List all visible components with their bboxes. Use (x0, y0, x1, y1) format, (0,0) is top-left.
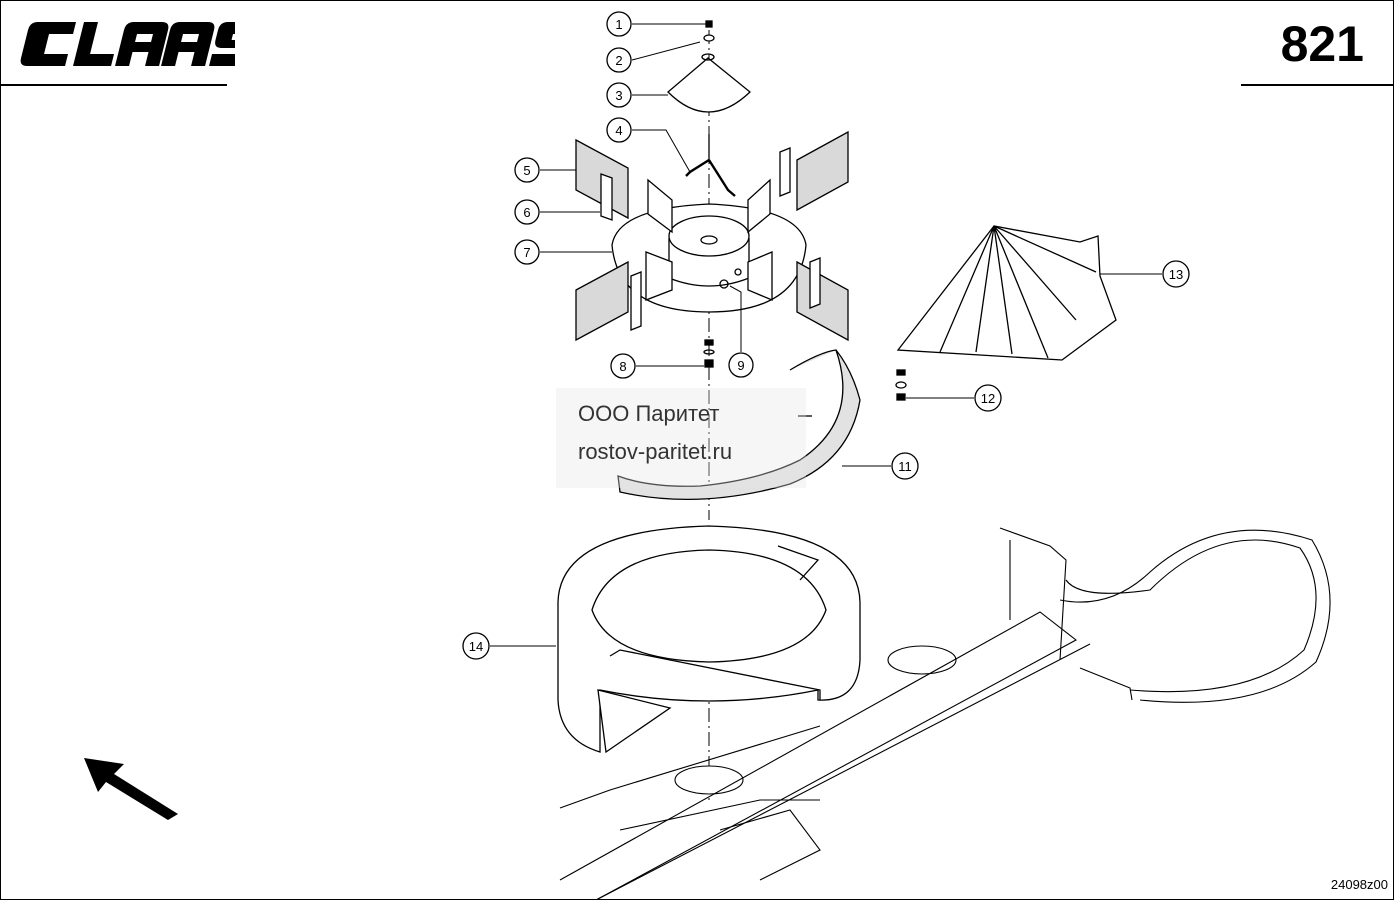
watermark-company: ООО Паритет (578, 401, 720, 426)
svg-text:9: 9 (737, 358, 744, 373)
svg-text:13: 13 (1169, 267, 1183, 282)
part-cone (667, 53, 751, 113)
callout-3: 3 (606, 82, 632, 108)
part-strip (600, 147, 821, 331)
callout-bubbles: 1 2 3 4 5 6 7 8 9 11 12 13 14 (462, 11, 1190, 660)
callout-9: 9 (728, 352, 754, 378)
callout-13: 13 (1162, 260, 1190, 288)
part-rotor-disc (611, 178, 807, 313)
part-housing-ring (557, 525, 861, 754)
part-fastener-set (895, 369, 907, 401)
watermark-url: rostov-paritet.ru (578, 439, 733, 464)
svg-text:7: 7 (523, 245, 530, 260)
header-rule-right (1241, 84, 1394, 86)
part-curved-plate (617, 349, 861, 500)
drawing-code: 24098z00 (1330, 877, 1388, 892)
callout-12: 12 (974, 384, 1002, 412)
svg-text:8: 8 (619, 359, 626, 374)
svg-text:6: 6 (523, 205, 530, 220)
watermark: ООО Паритет rostov-paritet.ru (556, 388, 806, 488)
callout-14: 14 (462, 632, 490, 660)
svg-text:1: 1 (615, 17, 622, 32)
svg-text:2: 2 (615, 53, 622, 68)
header-rule-left (0, 84, 227, 86)
part-nut (705, 20, 713, 28)
part-mounting-frame (559, 527, 1331, 900)
page-number: 821 (1280, 16, 1364, 72)
svg-text:11: 11 (898, 459, 912, 474)
callout-11: 11 (891, 452, 919, 480)
svg-text:14: 14 (469, 639, 483, 654)
svg-text:3: 3 (615, 88, 622, 103)
callout-6: 6 (514, 199, 540, 225)
callout-1: 1 (606, 11, 632, 37)
callout-leaders (490, 23, 1162, 647)
svg-text:4: 4 (615, 123, 622, 138)
part-bracket (685, 134, 736, 197)
callout-5: 5 (514, 157, 540, 183)
part-deflector (896, 225, 1117, 361)
svg-text:12: 12 (981, 391, 995, 406)
svg-text:5: 5 (523, 163, 530, 178)
part-fastener-stack (703, 339, 715, 368)
part-washer (703, 34, 715, 42)
callout-7: 7 (514, 239, 540, 265)
callout-2: 2 (606, 47, 632, 73)
callout-8: 8 (610, 353, 636, 379)
arrow-up-left-icon (80, 752, 180, 822)
callout-4: 4 (606, 117, 632, 143)
